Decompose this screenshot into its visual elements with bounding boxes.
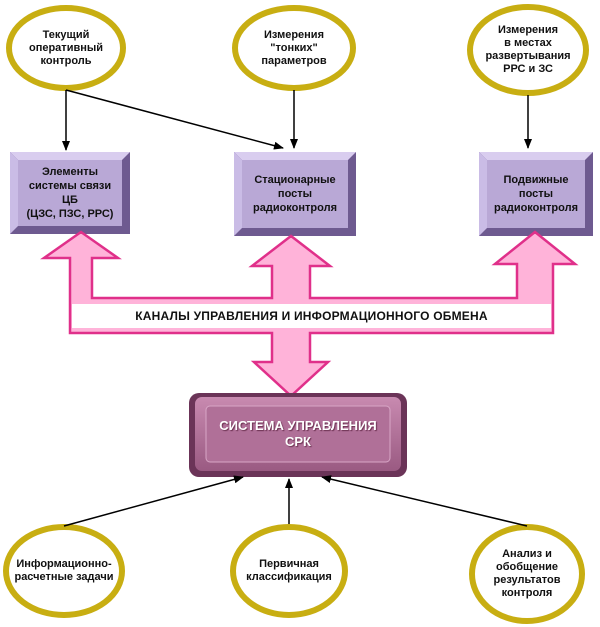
box-3 xyxy=(479,152,593,236)
top-ellipse-label-deploy-measure: Измерения в местах развертывания РРС и З… xyxy=(485,24,571,75)
bottom-ellipse-label-primary-class: Первичная классификация xyxy=(246,558,332,583)
bottom-ellipse-1 xyxy=(3,524,125,618)
box-label-mobile-posts: Подвижные посты радиоконтроля xyxy=(494,174,578,214)
top-ellipse-2 xyxy=(232,5,356,91)
control-system-label: СИСТЕМА УПРАВЛЕНИЯ СРК xyxy=(219,418,377,449)
bottom-ellipse-label-analysis: Анализ и обобщение результатов контроля xyxy=(493,548,561,599)
bottom-ellipse-2 xyxy=(230,524,348,618)
top-ellipse-label-fine-params: Измерения "тонких" параметров xyxy=(261,28,327,67)
top-ellipse-1 xyxy=(6,5,126,91)
box-label-comm-elements: Элементы системы связи ЦБ (ЦЗС, ПЗС, РРС… xyxy=(26,166,114,220)
bottom-ellipse-3 xyxy=(469,524,585,624)
bottom-ellipse-label-info-calc: Информационно- расчетные задачи xyxy=(14,558,114,583)
bottom-connectors xyxy=(63,475,528,527)
top-ellipse-3 xyxy=(467,4,589,96)
box-label-stationary-posts: Стационарные посты радиоконтроля xyxy=(253,174,337,214)
channel-label: КАНАЛЫ УПРАВЛЕНИЯ И ИНФОРМАЦИОННОГО ОБМЕ… xyxy=(72,304,551,328)
top-ellipse-label-current-control: Текущий оперативный контроль xyxy=(28,28,104,67)
box-1 xyxy=(10,152,130,234)
top-connectors xyxy=(62,89,532,151)
box-2 xyxy=(234,152,356,236)
control-system-block xyxy=(189,393,407,477)
